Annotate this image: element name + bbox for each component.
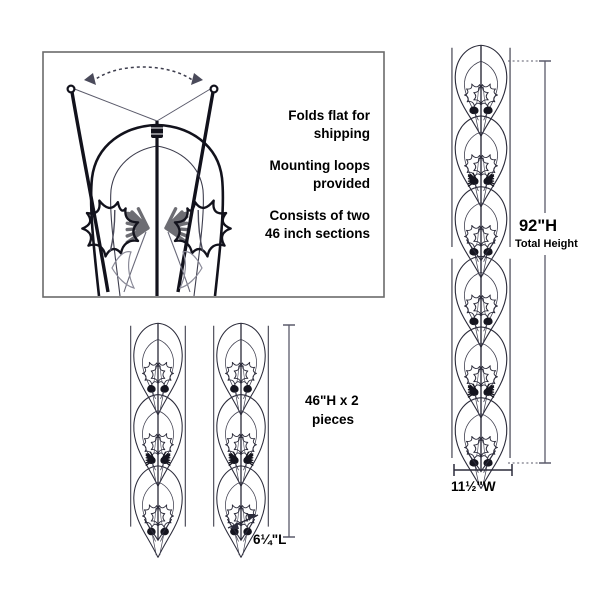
dimension-6-25-l: 6¼"L — [227, 514, 286, 547]
section-panel-1 — [131, 323, 186, 557]
folding-detail-inset: Folds flat for shipping Mounting loops p… — [42, 51, 385, 298]
trellis-lower-half — [452, 256, 510, 488]
feature-1-line-2: shipping — [314, 126, 370, 141]
dimension-92h-sublabel: Total Height — [515, 238, 578, 250]
feature-2-line-2: provided — [313, 176, 370, 191]
fold-arc-arrow — [84, 66, 203, 85]
trellis-leg-right — [176, 84, 219, 293]
dimension-46h-line-2: pieces — [312, 412, 354, 427]
feature-3-line-2: 46 inch sections — [265, 226, 370, 241]
assembled-92-inch-trellis: 92"H Total Height 11½"W — [451, 45, 583, 494]
dimension-92h: 92"H Total Height — [508, 60, 583, 464]
dimension-11-5-w-label: 11½"W — [451, 479, 496, 494]
dimension-46h: 46"H x 2 pieces — [283, 324, 359, 538]
trellis-upper-half — [452, 45, 510, 277]
feature-1-line-1: Folds flat for — [288, 108, 370, 123]
feature-3-line-1: Consists of two — [270, 208, 371, 223]
two-46-inch-sections: 46"H x 2 pieces 6¼"L — [131, 323, 359, 557]
trellis-leg-left — [66, 84, 110, 293]
fold-v-guides — [71, 87, 213, 122]
dimension-46h-line-1: 46"H x 2 — [305, 393, 359, 408]
dimension-11-5-w: 11½"W — [451, 464, 513, 494]
dimension-92h-label: 92"H — [519, 217, 557, 235]
dimension-6-25-l-label: 6¼"L — [253, 532, 286, 547]
feature-2-line-1: Mounting loops — [270, 158, 370, 173]
inset-panel-faces — [82, 121, 231, 296]
mounting-loop-right — [209, 84, 219, 94]
mounting-loop-left — [66, 84, 76, 94]
